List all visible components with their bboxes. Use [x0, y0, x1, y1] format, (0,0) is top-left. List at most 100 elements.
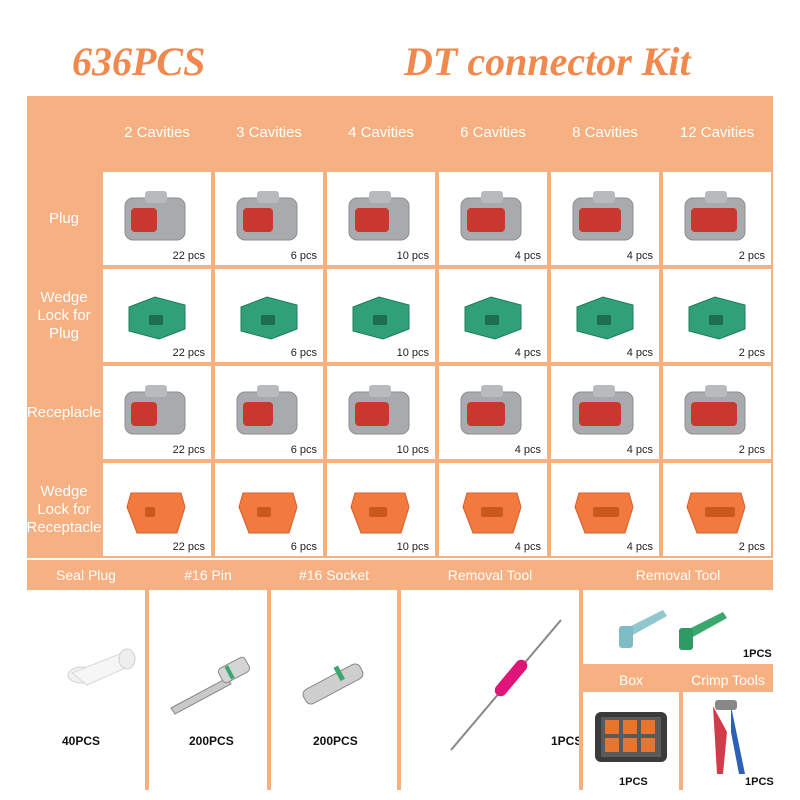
part-qty: 22 pcs	[172, 444, 205, 456]
seal-plug-image	[67, 648, 136, 686]
box-panel: Box 1PCS	[583, 668, 679, 790]
divider	[397, 560, 401, 790]
connector-image	[460, 384, 522, 434]
wedge-lock-image	[574, 492, 634, 533]
removal-tool-2-label: Removal Tool	[583, 560, 773, 590]
part-cell: 2 pcs	[663, 172, 771, 265]
removal-tool-qty: 1PCS	[551, 734, 583, 748]
pin-image	[170, 656, 251, 715]
divider	[583, 664, 773, 668]
seal-plug-panel: Seal Plug 40PCS	[27, 560, 145, 790]
connector-image	[236, 384, 298, 434]
seal-plug-label: Seal Plug	[27, 560, 145, 590]
part-cell: 10 pcs	[327, 172, 435, 265]
connector-image	[348, 190, 410, 240]
part-qty: 4 pcs	[626, 541, 653, 553]
col-header-8: 8 Cavities	[551, 98, 659, 168]
crimp-qty: 1PCS	[745, 776, 774, 788]
part-cell: 4 pcs	[551, 366, 659, 459]
part-qty: 4 pcs	[626, 347, 653, 359]
row-header: Receplacle	[27, 366, 101, 459]
part-qty: 2 pcs	[738, 444, 765, 456]
crimp-panel: Crimp Tools 1PCS	[683, 668, 774, 790]
part-cell: 22 pcs	[103, 366, 211, 459]
part-qty: 10 pcs	[396, 347, 429, 359]
part-cell: 22 pcs	[103, 269, 211, 362]
grid-corner	[29, 98, 99, 168]
part-cell: 2 pcs	[663, 269, 771, 362]
pin-qty: 200PCS	[189, 734, 234, 748]
part-qty: 2 pcs	[738, 250, 765, 262]
wedge-lock-image	[352, 295, 410, 340]
part-qty: 10 pcs	[396, 250, 429, 262]
connector-image	[460, 190, 522, 240]
pin-panel: #16 Pin 200PCS	[149, 560, 267, 790]
part-qty: 10 pcs	[396, 444, 429, 456]
part-cell: 22 pcs	[103, 172, 211, 265]
socket-panel: #16 Socket 200PCS	[271, 560, 397, 790]
row-header: Wedge Lock for Receptacle	[26, 463, 102, 556]
connector-image	[684, 190, 746, 240]
part-qty: 2 pcs	[738, 541, 765, 553]
row-header: Wedge Lock for Plug	[29, 269, 99, 362]
part-qty: 22 pcs	[172, 347, 205, 359]
part-cell: 4 pcs	[439, 366, 547, 459]
socket-image	[302, 663, 364, 705]
col-header-12: 12 Cavities	[663, 98, 771, 168]
part-cell: 4 pcs	[439, 463, 547, 556]
part-cell: 10 pcs	[327, 269, 435, 362]
divider	[267, 560, 271, 790]
connector-image	[124, 384, 186, 434]
part-cell: 10 pcs	[327, 463, 435, 556]
part-qty: 6 pcs	[290, 250, 317, 262]
part-qty: 4 pcs	[514, 444, 541, 456]
box-image	[595, 712, 667, 762]
part-qty: 10 pcs	[396, 541, 429, 553]
part-qty: 4 pcs	[514, 541, 541, 553]
accessories-section: Seal Plug 40PCS #16 Pin 200PCS #16 Socke…	[27, 560, 774, 790]
wedge-lock-image	[686, 492, 746, 533]
connector-image	[572, 384, 634, 434]
removal-tool-2-image	[619, 610, 727, 650]
parts-grid: 2 Cavities 3 Cavities 4 Cavities 6 Cavit…	[26, 96, 773, 558]
part-qty: 4 pcs	[626, 444, 653, 456]
col-header-4: 4 Cavities	[327, 98, 435, 168]
part-cell: 6 pcs	[215, 269, 323, 362]
part-cell: 2 pcs	[663, 366, 771, 459]
part-cell: 4 pcs	[439, 172, 547, 265]
divider	[145, 560, 149, 790]
part-qty: 2 pcs	[738, 347, 765, 359]
connector-image	[572, 190, 634, 240]
wedge-lock-image	[128, 295, 186, 340]
part-cell: 6 pcs	[215, 172, 323, 265]
part-qty: 22 pcs	[172, 250, 205, 262]
wedge-lock-image	[576, 295, 634, 340]
crimp-label: Crimp Tools	[683, 668, 773, 692]
wedge-lock-image	[126, 492, 186, 533]
removal-tool-panel: Removal Tool 1PCS	[401, 560, 583, 790]
part-cell: 2 pcs	[663, 463, 771, 556]
removal-tool-2-qty: 1PCS	[743, 648, 772, 660]
part-qty: 6 pcs	[290, 541, 317, 553]
socket-label: #16 Socket	[271, 560, 397, 590]
crimp-image	[713, 700, 745, 774]
connector-image	[124, 190, 186, 240]
row-header: Plug	[29, 172, 99, 265]
part-cell: 4 pcs	[551, 269, 659, 362]
connector-image	[348, 384, 410, 434]
part-cell: 4 pcs	[439, 269, 547, 362]
part-cell: 10 pcs	[327, 366, 435, 459]
socket-qty: 200PCS	[313, 734, 358, 748]
box-label: Box	[583, 668, 679, 692]
wedge-lock-image	[462, 492, 522, 533]
removal-tool-label: Removal Tool	[401, 560, 579, 590]
kit-name-title: DT connector Kit	[404, 39, 691, 84]
connector-image	[236, 190, 298, 240]
removal-tool-2-panel: Removal Tool 1PCS	[583, 560, 773, 664]
col-header-2: 2 Cavities	[103, 98, 211, 168]
part-cell: 22 pcs	[103, 463, 211, 556]
part-cell: 6 pcs	[215, 366, 323, 459]
divider	[579, 560, 583, 790]
part-qty: 4 pcs	[514, 250, 541, 262]
part-qty: 4 pcs	[514, 347, 541, 359]
